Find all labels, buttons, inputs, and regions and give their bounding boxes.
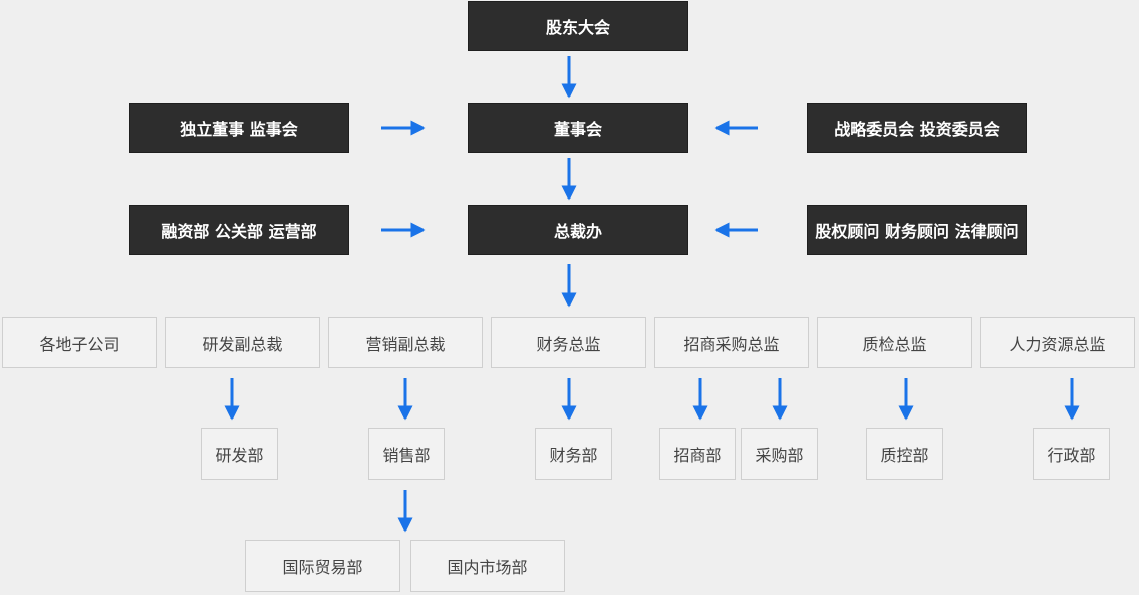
dept-finance: 财务部 (535, 428, 612, 480)
independent-directors-box: 独立董事 监事会 (129, 103, 349, 153)
exec-procurement-director: 招商采购总监 (654, 317, 809, 368)
shareholders-box: 股东大会 (468, 1, 688, 51)
dept-domestic-market: 国内市场部 (410, 540, 565, 592)
dept-sales: 销售部 (368, 428, 445, 480)
president-office-box: 总裁办 (468, 205, 688, 255)
dept-admin: 行政部 (1033, 428, 1110, 480)
dept-international-trade: 国际贸易部 (245, 540, 400, 592)
exec-qa-director: 质检总监 (817, 317, 972, 368)
exec-subsidiaries: 各地子公司 (2, 317, 157, 368)
exec-hr-director: 人力资源总监 (980, 317, 1135, 368)
dept-quality: 质控部 (866, 428, 943, 480)
exec-marketing-vp: 营销副总裁 (328, 317, 483, 368)
exec-finance-director: 财务总监 (491, 317, 646, 368)
dept-purchasing: 采购部 (741, 428, 818, 480)
committees-box: 战略委员会 投资委员会 (807, 103, 1027, 153)
dept-rd: 研发部 (201, 428, 278, 480)
board-box: 董事会 (468, 103, 688, 153)
exec-rd-vp: 研发副总裁 (165, 317, 320, 368)
advisors-box: 股权顾问 财务顾问 法律顾问 (807, 205, 1027, 255)
dept-investment: 招商部 (659, 428, 736, 480)
support-departments-box: 融资部 公关部 运营部 (129, 205, 349, 255)
